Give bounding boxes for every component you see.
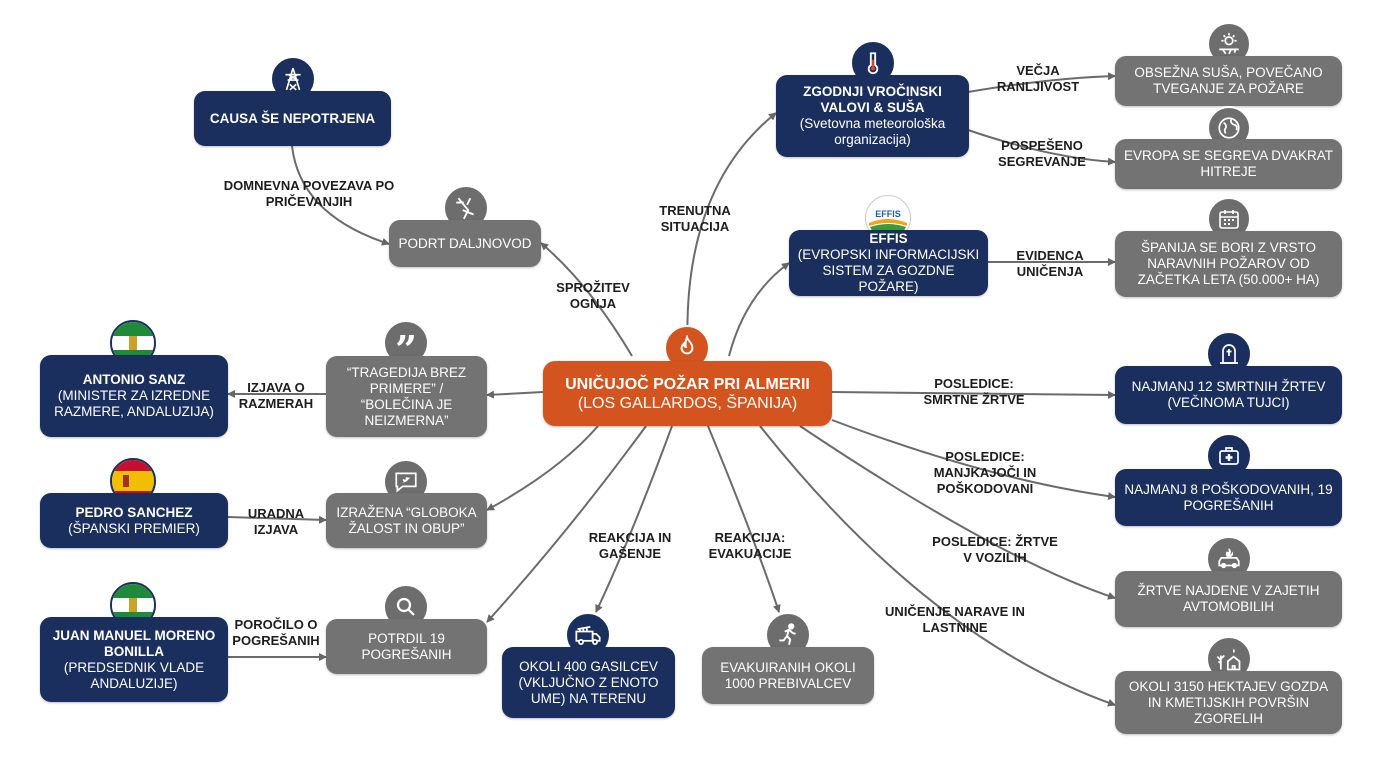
edge-center-vozila: [799, 425, 1116, 600]
sanz-name: Antonio Sanz: [82, 372, 186, 387]
sanchez-node[interactable]: Pedro Sanchez (Španski premier): [40, 493, 228, 548]
edge-center-potrdil: [486, 425, 647, 623]
vrocinski-node[interactable]: Zgodnji vročinski valovi & suša (Svetovn…: [776, 75, 969, 157]
evropa-node[interactable]: Evropa se segreva dvakrat hitreje: [1115, 139, 1342, 189]
bonilla-node[interactable]: Juan Manuel Moreno Bonilla (Predsednik v…: [40, 617, 228, 702]
zalost-node[interactable]: Izražena “globoka žalost in obup”: [326, 493, 487, 548]
susa-node[interactable]: Obsežna suša, povečano tveganje za požar…: [1115, 56, 1342, 106]
vrocinski-title: Zgodnji vročinski valovi & suša: [803, 84, 942, 115]
edge-center-daljnovod: [540, 242, 633, 357]
spanija-bori-node[interactable]: Španija se bori z vrsto naravnih požarov…: [1115, 231, 1342, 297]
effis-subtitle: (Evropski informacijski sistem za gozdne…: [797, 247, 980, 294]
evropa-text: Evropa se segreva dvakrat hitreje: [1123, 148, 1334, 179]
vozila-text: Žrtve najdene v zajetih avtomobilih: [1137, 583, 1320, 614]
label-vozila: Posledice: žrtve v vozilih: [932, 534, 1058, 565]
edge-vrocinski-evropa: [967, 129, 1116, 166]
center-node[interactable]: Uničujoč požar pri Almerii (Los Gallardo…: [543, 361, 832, 426]
gasilci-node[interactable]: Okoli 400 gasilcev (vključno z enoto UME…: [502, 647, 675, 718]
sanchez-role: (Španski premier): [68, 520, 200, 536]
susa-text: Obsežna suša, povečano tveganje za požar…: [1134, 65, 1323, 96]
center-title: Uničujoč požar pri Almerii: [565, 375, 810, 393]
edge-center-vrocinski: [686, 112, 777, 357]
edge-center-hektarji: [759, 425, 1116, 707]
center-subtitle: (Los Gallardos, Španija): [577, 394, 798, 412]
label-pospeseno: Pospešeno segrevanje: [998, 138, 1086, 169]
edge-center-effis: [728, 262, 790, 357]
edge-vrocinski-susa: [967, 72, 1116, 93]
edge-sanchez-zalost: [227, 515, 327, 524]
label-smrtne: Posledice: smrtne žrtve: [923, 376, 1025, 407]
label-uradna: Uradna izjava: [247, 506, 305, 537]
poskodovani-text: Najmanj 8 poškodovanih, 19 pogrešanih: [1124, 481, 1333, 513]
gasilci-text: Okoli 400 gasilcev (vključno z enoto UME…: [518, 658, 659, 706]
edge-center-tragedija: [486, 390, 544, 399]
vrocinski-subtitle: (Svetovna meteorološka organizacija): [799, 116, 946, 147]
evakuiranih-node[interactable]: Evakuiranih okoli 1000 prebivalcev: [702, 647, 874, 704]
label-evidenca: Evidenca uničenja: [1016, 248, 1084, 279]
label-narave: Uničenje narave in lastnine: [885, 604, 1025, 635]
bonilla-role: (Predsednik vlade Andaluzije): [63, 659, 205, 691]
potrdil-text: Potrdil 19 pogrešanih: [361, 630, 452, 662]
edge-causa-daljnovod: [291, 145, 390, 246]
hektarji-text: Okoli 3150 hektajev gozda in kmetijskih …: [1128, 678, 1329, 726]
edge-center-poskodovani: [831, 419, 1116, 501]
tragedija-text: “Tragedija brez primere” / “Bolečina je …: [346, 364, 467, 428]
effis-title: EFFIS: [869, 231, 908, 246]
sanz-role: (Minister za izredne razmere, Andaluzija…: [54, 388, 214, 419]
label-manjkajoci: Posledice: manjkajoči in poškodovani: [933, 449, 1037, 496]
label-domnevna: Domnevna povezava po pričevanjih: [223, 178, 395, 209]
smrtne-text: Najmanj 12 smrtnih žrtev (večinoma tujci…: [1131, 379, 1326, 410]
causa-text: Causa še nepotrjena: [209, 110, 376, 126]
zalost-text: Izražena “globoka žalost in obup”: [336, 504, 477, 536]
poskodovani-node[interactable]: Najmanj 8 poškodovanih, 19 pogrešanih: [1115, 469, 1342, 526]
causa-node[interactable]: Causa še nepotrjena: [194, 91, 391, 146]
vozila-node[interactable]: Žrtve najdene v zajetih avtomobilih: [1115, 571, 1342, 627]
label-porocilo: Poročilo o pogrešanih: [232, 617, 320, 648]
edge-center-evakuiranih: [707, 425, 781, 613]
evakuiranih-text: Evakuiranih okoli 1000 prebivalcev: [720, 659, 856, 691]
edge-center-gasilci: [595, 425, 673, 613]
daljnovod-node[interactable]: Podrt daljnovod: [389, 220, 541, 267]
label-evakuacije: Reakcija: evakuacije: [708, 530, 792, 561]
edge-center-smrtne: [831, 390, 1116, 399]
label-izjava: Izjava o razmerah: [238, 380, 314, 411]
label-trenutna: Trenutna situacija: [659, 203, 731, 234]
effis-logo-text: EFFIS: [875, 209, 901, 219]
effis-node[interactable]: EFFIS (Evropski informacijski sistem za …: [789, 230, 988, 296]
potrdil-node[interactable]: Potrdil 19 pogrešanih: [326, 619, 487, 674]
hektarji-node[interactable]: Okoli 3150 hektajev gozda in kmetijskih …: [1115, 671, 1342, 734]
daljnovod-text: Podrt daljnovod: [398, 235, 532, 251]
sanchez-name: Pedro Sanchez: [75, 504, 193, 520]
label-sprozitev: Sprožitev ognja: [556, 280, 630, 311]
spanija-bori-text: Španija se bori z vrsto naravnih požarov…: [1137, 240, 1320, 287]
label-vecja: Večja ranljivost: [996, 63, 1080, 94]
sanz-node[interactable]: Antonio Sanz (Minister za izredne razmer…: [40, 355, 228, 437]
edge-center-zalost: [486, 425, 599, 511]
tragedija-node[interactable]: “Tragedija brez primere” / “Bolečina je …: [326, 356, 487, 437]
label-gasenje: Reakcija in gašenje: [588, 530, 672, 561]
bonilla-name: Juan Manuel Moreno Bonilla: [52, 627, 216, 659]
smrtne-node[interactable]: Najmanj 12 smrtnih žrtev (večinoma tujci…: [1115, 366, 1342, 424]
